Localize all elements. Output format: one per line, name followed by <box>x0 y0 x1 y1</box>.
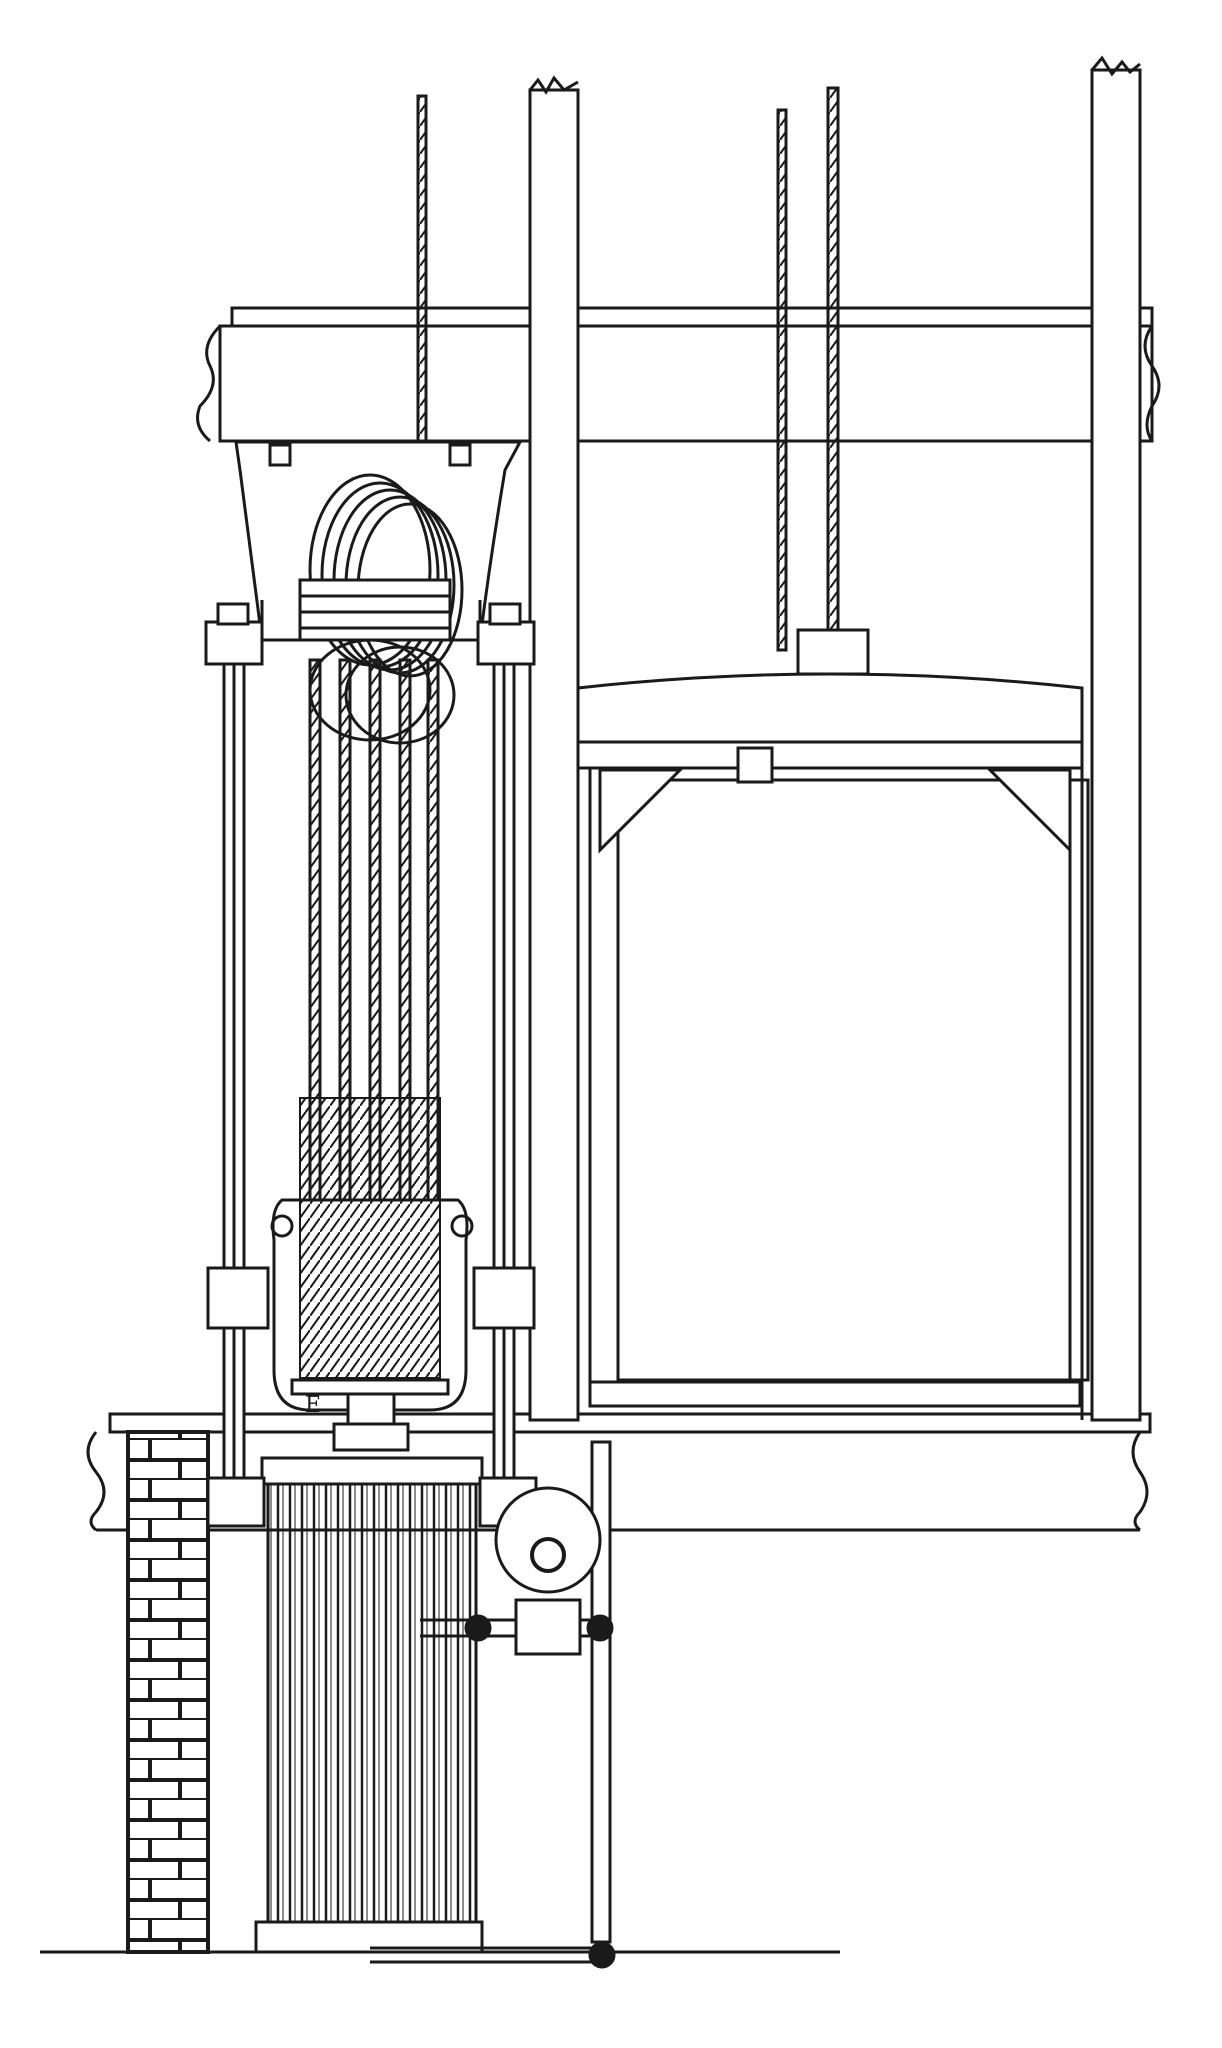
top-tie-nuts <box>204 602 536 666</box>
brick-wall <box>126 1430 210 1954</box>
callout-e: E <box>305 1393 321 1418</box>
ribbed-cylinder <box>206 1456 538 1954</box>
supply-pipe <box>370 1440 616 1969</box>
control-valve <box>494 1486 602 1656</box>
cable-yoke <box>206 1097 536 1412</box>
elevator-car <box>576 628 1090 1408</box>
upper-floor-beam <box>196 306 1161 443</box>
plunger <box>332 1392 410 1452</box>
